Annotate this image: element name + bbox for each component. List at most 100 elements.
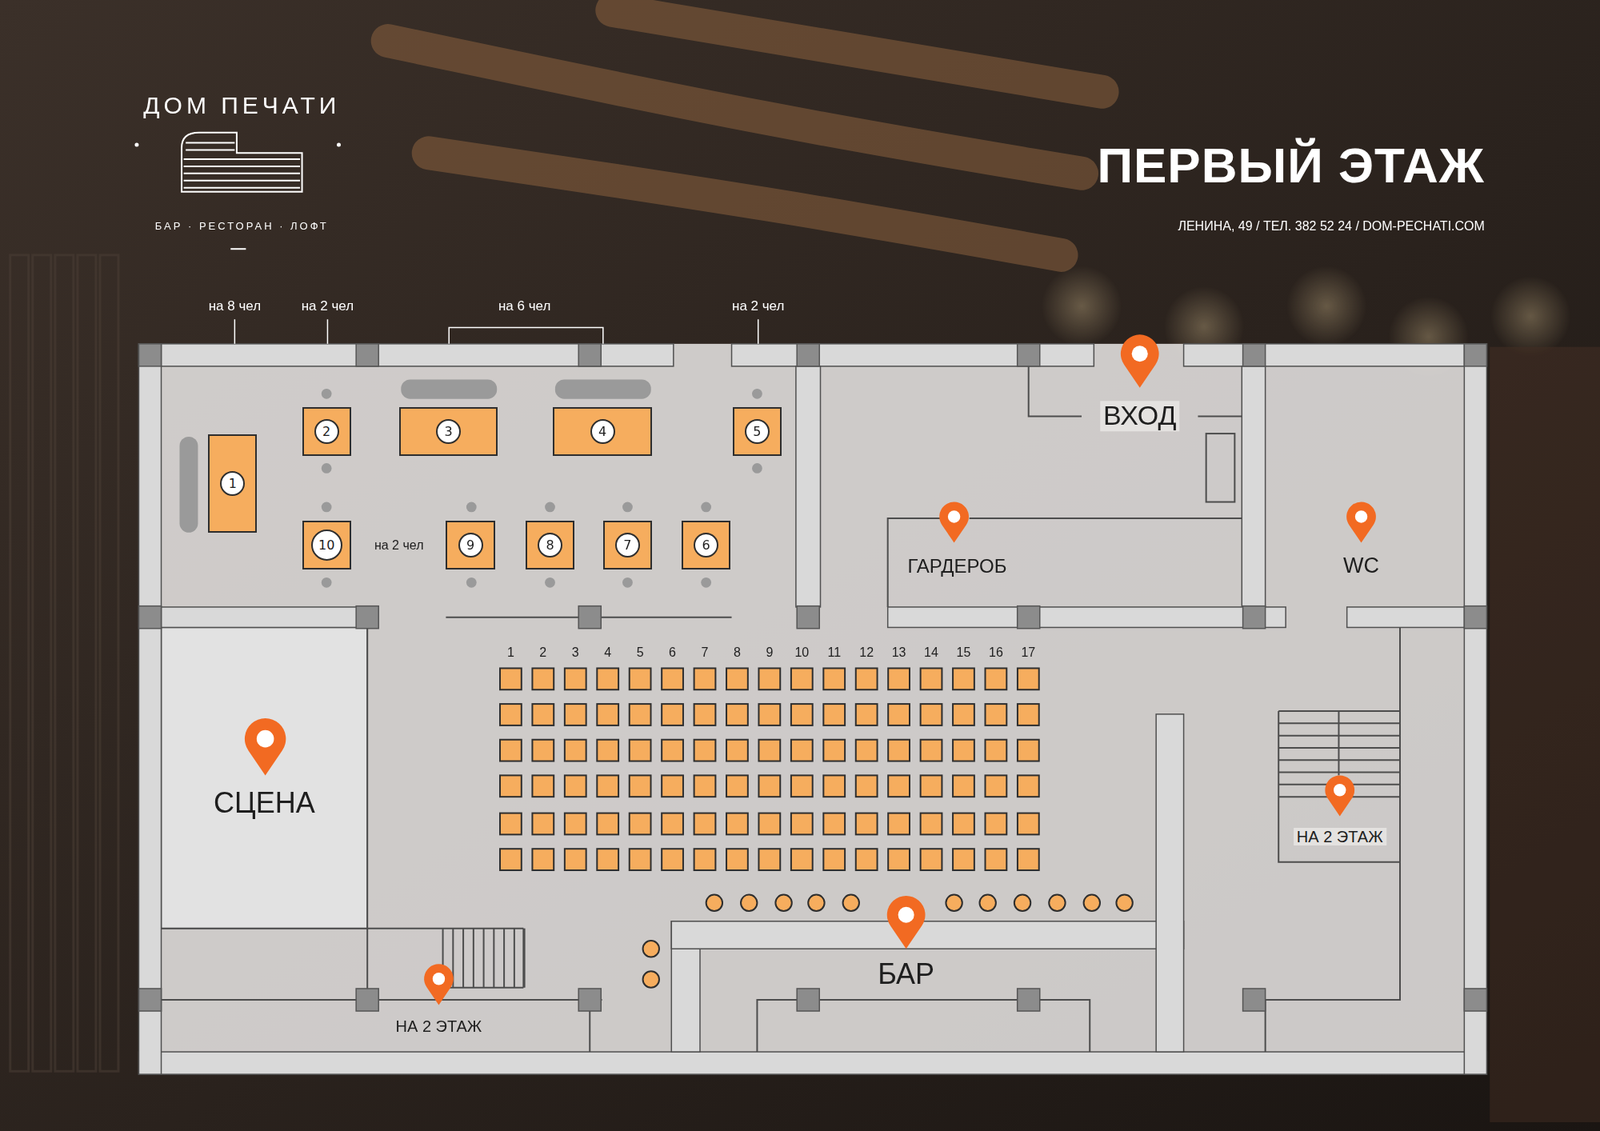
seat bbox=[888, 848, 910, 871]
seat bbox=[726, 704, 748, 726]
seat bbox=[500, 813, 522, 836]
wall bbox=[138, 1052, 1487, 1075]
table-number: 7 bbox=[615, 532, 640, 558]
seat-column-number: 13 bbox=[892, 646, 907, 661]
column bbox=[1464, 344, 1487, 367]
seat bbox=[856, 740, 878, 762]
seat bbox=[629, 848, 652, 871]
capacity-bracket bbox=[448, 327, 604, 344]
column bbox=[1464, 606, 1487, 629]
seat bbox=[500, 668, 522, 690]
bench bbox=[400, 379, 497, 399]
seat bbox=[952, 668, 975, 690]
table: 9 bbox=[445, 520, 495, 570]
building-stripe bbox=[184, 172, 300, 175]
column bbox=[578, 606, 601, 629]
ceiling-pipe bbox=[612, 10, 1102, 92]
seat bbox=[532, 848, 554, 871]
window-frame bbox=[32, 255, 52, 1072]
bench bbox=[179, 436, 198, 533]
seat bbox=[985, 704, 1008, 726]
bar-stool bbox=[843, 895, 860, 912]
seat bbox=[823, 813, 845, 836]
seat bbox=[596, 813, 619, 836]
seat bbox=[564, 704, 587, 726]
seat bbox=[726, 775, 748, 797]
seat bbox=[856, 668, 878, 690]
logo-tagline: БАР · РЕСТОРАН · ЛОФТ bbox=[155, 220, 329, 232]
partition-line bbox=[1028, 366, 1082, 417]
partition-line bbox=[1265, 627, 1400, 1052]
partition-line bbox=[472, 928, 475, 988]
seat bbox=[791, 704, 813, 726]
location-pin bbox=[1324, 775, 1355, 816]
seat bbox=[920, 848, 943, 871]
pin-hole bbox=[1333, 784, 1346, 796]
seat-column-number: 16 bbox=[988, 646, 1004, 661]
seat bbox=[1017, 704, 1040, 726]
seat-column-number: 11 bbox=[827, 646, 841, 661]
chandelier-glow bbox=[1489, 275, 1572, 357]
location-pin bbox=[424, 964, 454, 1005]
wall bbox=[1347, 607, 1465, 628]
partition-line bbox=[503, 928, 505, 988]
seat bbox=[726, 740, 748, 762]
page-title: ПЕРВЫЙ ЭТАЖ bbox=[1096, 138, 1484, 193]
seat bbox=[920, 813, 943, 836]
seat bbox=[952, 704, 975, 726]
chair bbox=[544, 502, 556, 513]
table-number: 3 bbox=[436, 419, 461, 444]
column bbox=[578, 988, 601, 1012]
bench bbox=[555, 379, 652, 399]
wall bbox=[796, 366, 821, 608]
seat bbox=[500, 775, 522, 797]
partition-line bbox=[438, 987, 524, 989]
seat bbox=[1017, 668, 1040, 690]
seat bbox=[694, 704, 716, 726]
seat bbox=[952, 740, 975, 762]
seat bbox=[791, 813, 813, 836]
capacity-note: на 2 чел bbox=[732, 298, 784, 314]
seat bbox=[629, 740, 652, 762]
seat bbox=[823, 668, 845, 690]
seat bbox=[532, 668, 554, 690]
table: 10 bbox=[302, 520, 352, 570]
table-number: 10 bbox=[311, 529, 343, 561]
partition-line bbox=[1278, 711, 1400, 863]
building-stripe bbox=[185, 149, 235, 152]
chair bbox=[466, 502, 477, 513]
bar-stool bbox=[1014, 895, 1031, 912]
room-label: ГАРДЕРОБ bbox=[907, 556, 1007, 577]
partition-line bbox=[483, 928, 485, 988]
logo-name: ДОМ ПЕЧАТИ bbox=[143, 92, 340, 119]
table-number: 1 bbox=[220, 471, 245, 496]
seat-column-number: 6 bbox=[668, 646, 676, 661]
window-frame bbox=[10, 255, 29, 1072]
table-number: 6 bbox=[693, 532, 719, 558]
seat bbox=[888, 704, 910, 726]
bar-stool bbox=[979, 895, 996, 912]
seat bbox=[1017, 740, 1040, 762]
column bbox=[138, 606, 161, 629]
seat bbox=[758, 848, 780, 871]
seat bbox=[952, 775, 975, 797]
chair bbox=[321, 388, 332, 400]
seat bbox=[758, 813, 780, 836]
seat bbox=[1017, 848, 1040, 871]
seat bbox=[694, 740, 716, 762]
pin-hole bbox=[256, 730, 275, 748]
stairs-label: НА 2 ЭТАЖ bbox=[1293, 828, 1387, 846]
seat-column-number: 4 bbox=[604, 646, 612, 661]
table: 3 bbox=[399, 407, 499, 456]
wall bbox=[671, 921, 1184, 949]
seat bbox=[596, 775, 619, 797]
seat bbox=[985, 813, 1008, 836]
seat bbox=[564, 740, 587, 762]
seat bbox=[694, 775, 716, 797]
pin-hole bbox=[898, 907, 915, 924]
wall bbox=[1156, 714, 1184, 1052]
table: 7 bbox=[603, 520, 652, 570]
seat bbox=[596, 848, 619, 871]
seat bbox=[758, 704, 780, 726]
